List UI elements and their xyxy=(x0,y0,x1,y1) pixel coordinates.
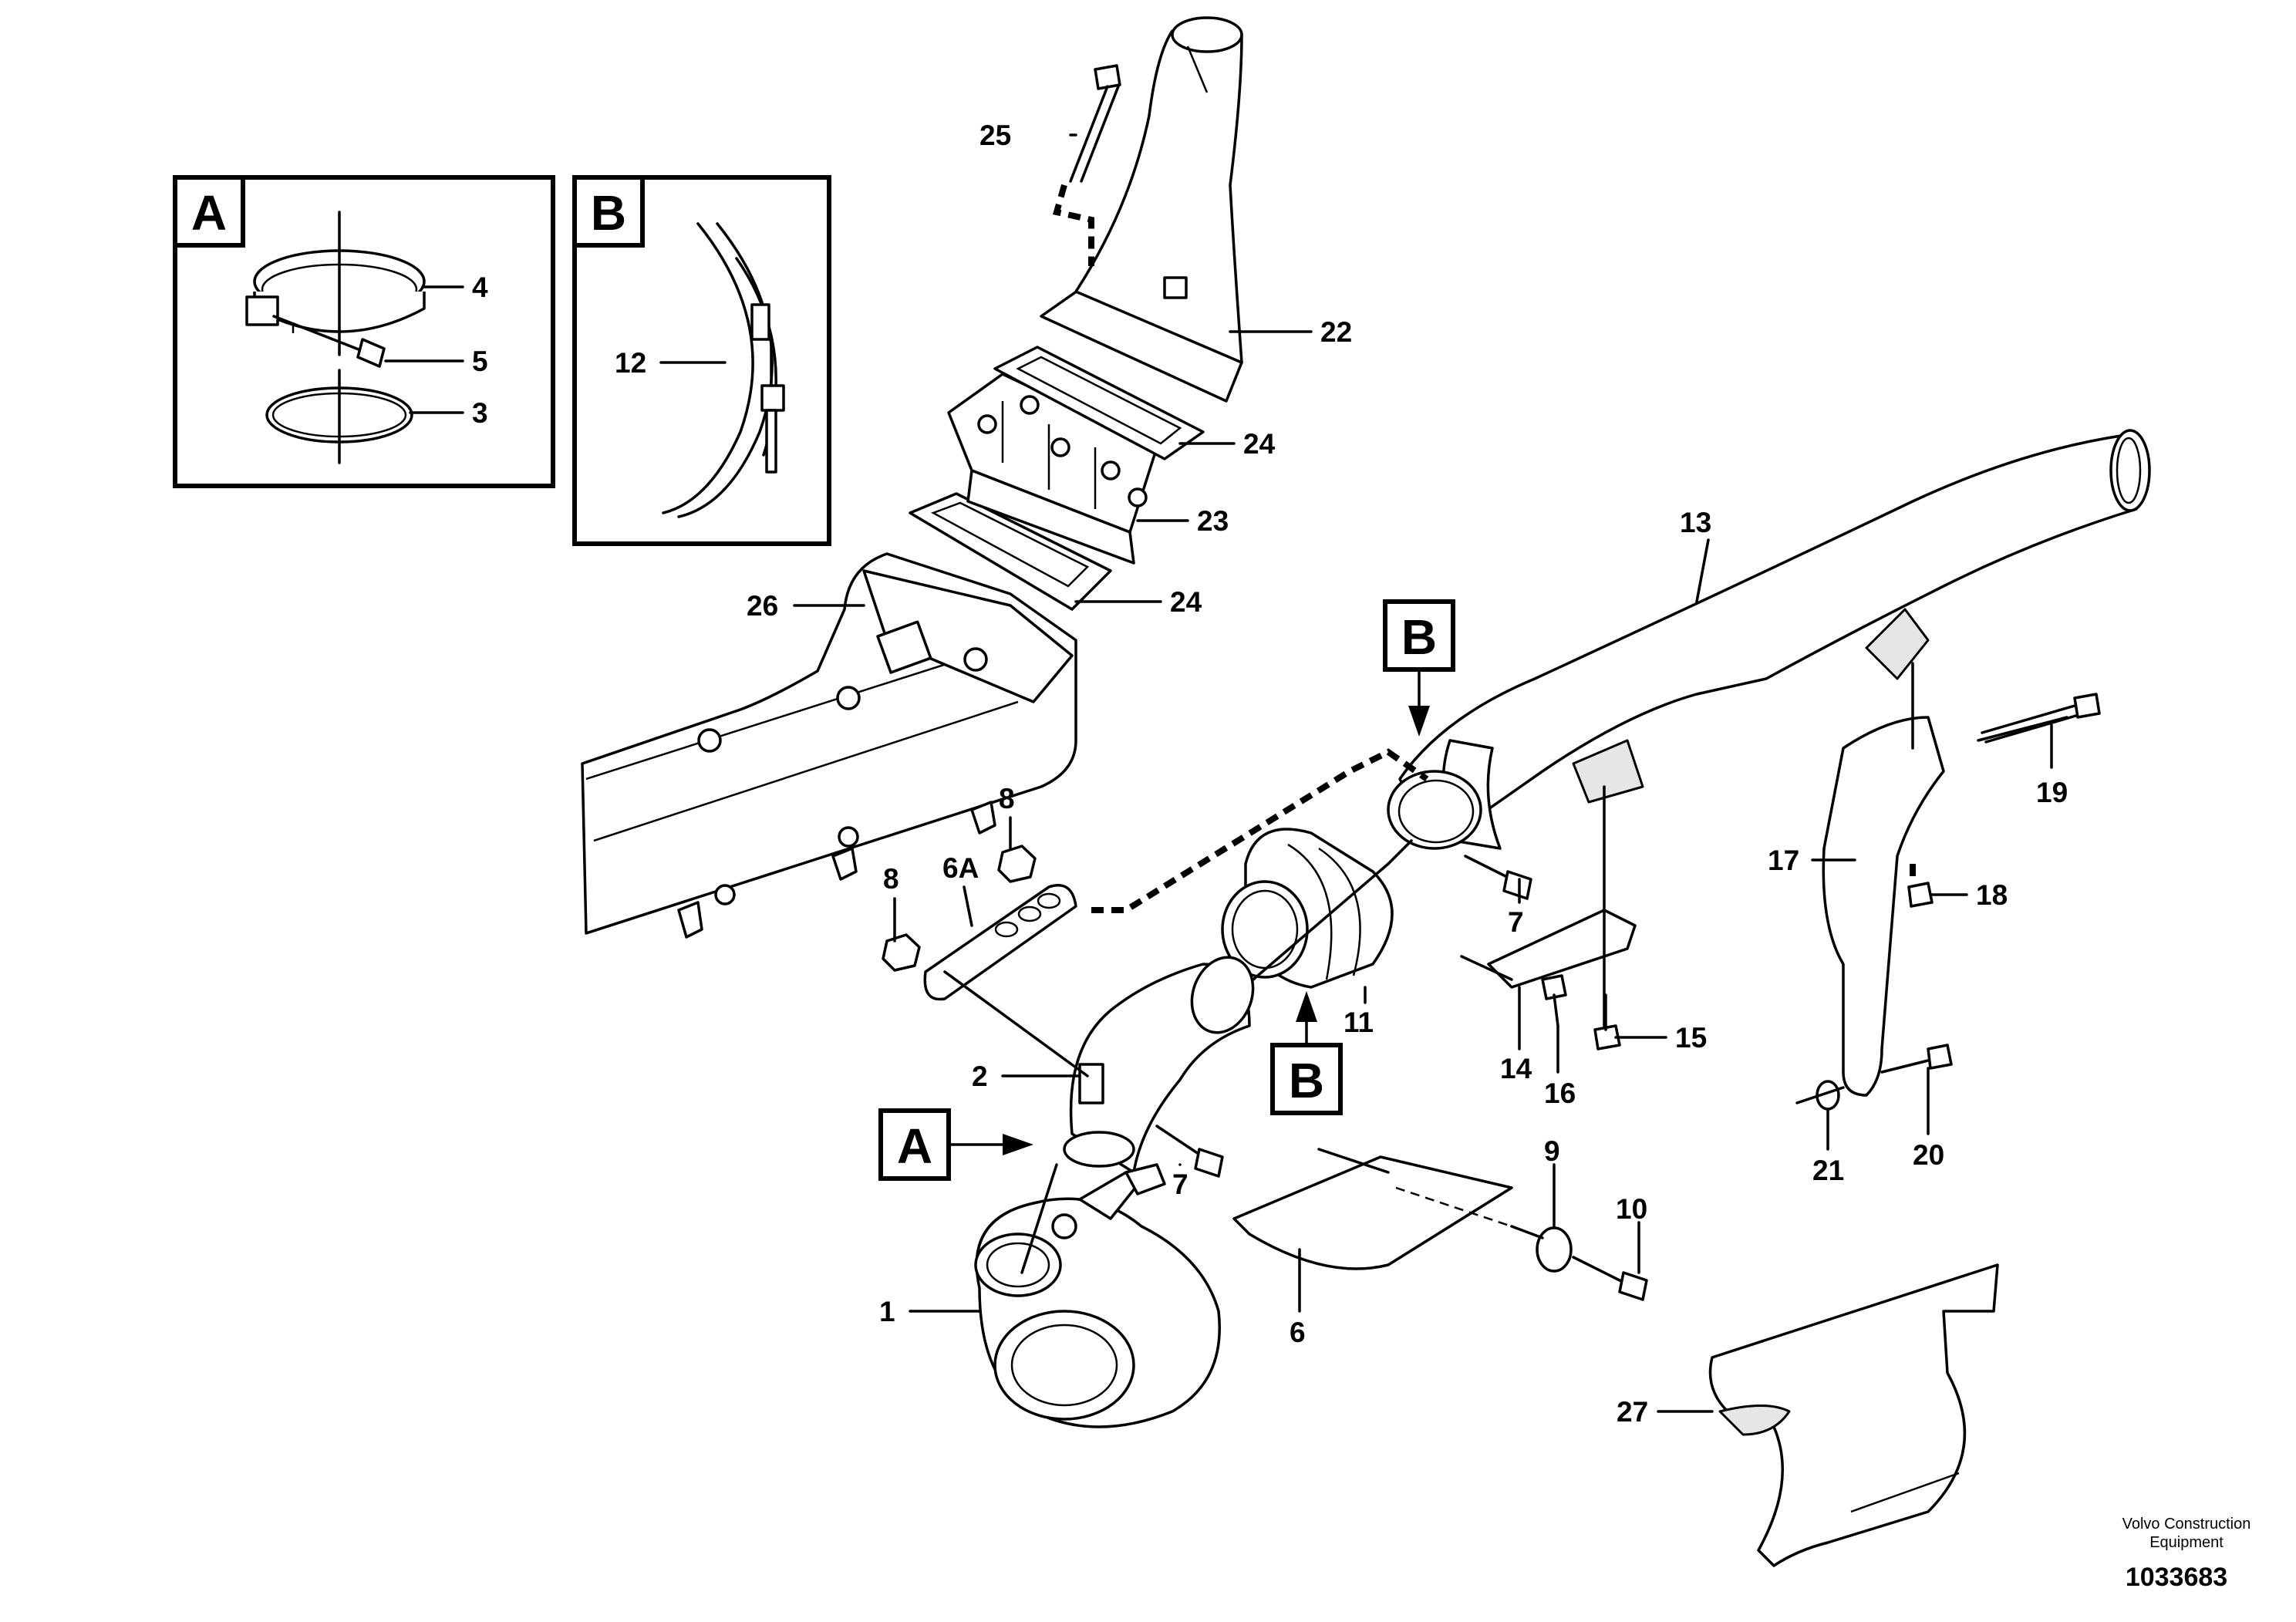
exhaust-elbow-icon xyxy=(1040,16,1243,403)
callout-19: 19 xyxy=(2036,777,2068,808)
bolt-18-icon xyxy=(1907,864,1934,908)
spacer-9-icon xyxy=(1510,1225,1573,1273)
callout-15: 15 xyxy=(1675,1022,1707,1054)
nut-right-icon xyxy=(997,845,1037,883)
leaders xyxy=(793,133,2053,1413)
washer-21-icon xyxy=(1795,1080,1845,1111)
callout-6: 6 xyxy=(1290,1317,1306,1348)
turbocharger-icon xyxy=(974,1163,1221,1428)
callout-18: 18 xyxy=(1976,879,2008,911)
heat-shield-27-icon xyxy=(1708,1263,1999,1567)
callout-17: 17 xyxy=(1768,845,1799,876)
bolt-7-upper-icon xyxy=(1464,855,1532,900)
nut-left-icon xyxy=(882,933,921,972)
inset-a-tag xyxy=(173,175,245,248)
bolt-7-lower-icon xyxy=(1155,1125,1224,1178)
inset-a: A 4 5 3 xyxy=(173,175,555,488)
inset-a-frame xyxy=(173,175,555,488)
callout-22: 22 xyxy=(1320,316,1352,348)
v-clamp-icon xyxy=(245,211,426,356)
ref-a-pipe: A xyxy=(878,1108,1033,1181)
bracket-6a-icon xyxy=(923,884,1077,1001)
o-ring-icon xyxy=(265,369,413,464)
callout-25: 25 xyxy=(979,120,1011,151)
callout-3: 3 xyxy=(472,397,488,429)
callout-4: 4 xyxy=(472,271,488,303)
callout-12: 12 xyxy=(615,347,646,379)
callout-labels: 25 22 24 23 24 26 13 19 17 18 8 8 6A 7 1… xyxy=(747,120,2068,1428)
ref-b-pipe-letter: B xyxy=(1401,609,1437,665)
callout-24-upper: 24 xyxy=(1243,428,1276,460)
ref-b-hose-letter: B xyxy=(1289,1053,1324,1108)
callout-20: 20 xyxy=(1913,1139,1944,1171)
support-bracket-17-icon xyxy=(1822,662,2068,1097)
long-bolt-icon xyxy=(1069,64,1121,183)
callout-27: 27 xyxy=(1617,1396,1648,1428)
inset-b-tag xyxy=(572,175,645,248)
clamp-bolt-icon xyxy=(272,315,386,368)
footer-line-1: Volvo Construction xyxy=(2122,1516,2251,1533)
callout-2: 2 xyxy=(972,1061,988,1092)
turbo-elbow-pipe-icon xyxy=(1063,956,1255,1174)
footer: Volvo Construction Equipment 1033683 xyxy=(2122,1516,2251,1592)
callout-1: 1 xyxy=(879,1296,895,1327)
charge-air-pipe-icon xyxy=(1387,429,2151,850)
bolt-16-icon xyxy=(1541,974,1567,1027)
footer-image-id: 1033683 xyxy=(2126,1563,2227,1592)
inset-b: B 12 xyxy=(572,175,831,546)
ref-b-hose: B xyxy=(1270,991,1343,1115)
callout-10: 10 xyxy=(1616,1193,1647,1225)
callout-24-lower: 24 xyxy=(1170,586,1202,618)
inset-b-frame xyxy=(572,175,831,546)
callout-5: 5 xyxy=(472,346,488,377)
bracket-14-icon xyxy=(1460,785,1637,1027)
heat-plate-6-icon xyxy=(1232,1148,1513,1270)
callout-9: 9 xyxy=(1544,1135,1560,1167)
callout-21: 21 xyxy=(1812,1155,1844,1186)
flange-adapter-icon xyxy=(947,373,1158,565)
callout-8-right: 8 xyxy=(999,783,1015,814)
inset-a-letter: A xyxy=(191,185,227,241)
bolt-10-icon xyxy=(1572,1256,1648,1301)
callout-7-lower: 7 xyxy=(1172,1168,1188,1200)
callout-23: 23 xyxy=(1197,505,1229,537)
callout-16: 16 xyxy=(1544,1077,1576,1109)
gasket-lower-icon xyxy=(909,492,1112,611)
bolt-20-icon xyxy=(1880,1044,1953,1074)
inset-b-letter: B xyxy=(591,185,626,241)
callout-26: 26 xyxy=(747,590,778,622)
callout-11: 11 xyxy=(1344,1007,1374,1038)
exhaust-manifold-icon xyxy=(581,552,1077,939)
bellows-hose-icon xyxy=(1221,828,1394,989)
hose-clamp-icon xyxy=(662,222,785,518)
footer-line-2: Equipment xyxy=(2149,1534,2224,1551)
ref-a-pipe-letter: A xyxy=(897,1118,932,1174)
bolt-19-icon xyxy=(1981,693,2101,744)
callout-13: 13 xyxy=(1680,507,1711,538)
callout-6a: 6A xyxy=(942,852,979,884)
gasket-upper-icon xyxy=(993,346,1205,460)
bolt-15-icon xyxy=(1593,993,1621,1050)
ref-b-pipe: B xyxy=(1383,599,1455,737)
callout-14: 14 xyxy=(1500,1053,1532,1084)
callout-7-upper: 7 xyxy=(1508,906,1524,938)
callout-8-left: 8 xyxy=(883,863,899,895)
